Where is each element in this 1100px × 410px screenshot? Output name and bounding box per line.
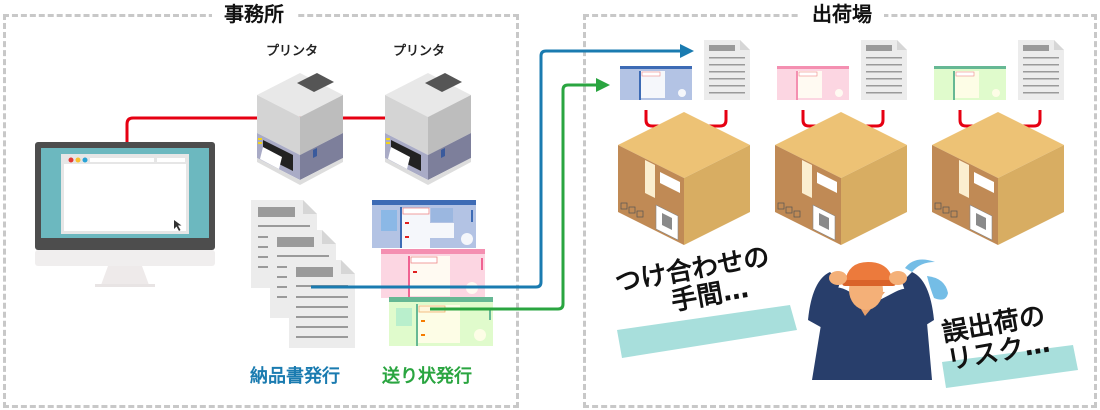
invoice-stack-icon: [251, 200, 355, 348]
worried-worker-icon: [808, 262, 934, 380]
risk-highlight: [942, 345, 1078, 388]
package-set-1: [618, 40, 750, 245]
window-dot-yellow: [75, 157, 81, 163]
invoice-doc-icon: [704, 40, 750, 100]
shipping-label-green-icon: [389, 297, 493, 346]
cardboard-box-icon: [775, 112, 907, 245]
shipping-label-pink-icon: [381, 249, 485, 298]
invoice-flow-arrow: [311, 49, 682, 289]
printer-1-icon: [257, 73, 343, 185]
sweat-drop-icon: [905, 259, 948, 300]
printer-2-icon: [385, 73, 471, 185]
invoice-doc-icon: [289, 260, 355, 348]
label-flow-arrowhead: [596, 78, 610, 92]
window-dot-blue: [82, 157, 88, 163]
cardboard-box-icon: [618, 112, 750, 245]
invoice-flow-arrowhead: [680, 44, 694, 58]
cursor-icon: [174, 220, 182, 231]
label-issue-caption: 送り状発行: [382, 366, 472, 387]
shipping-label-green-icon: [934, 66, 1006, 100]
package-set-2: [775, 40, 907, 245]
invoice-issue-caption: 納品書発行: [250, 366, 340, 387]
label-flow-arrow: [430, 83, 598, 311]
shipping-area-title: 出荷場: [800, 2, 884, 26]
matching-highlight: [617, 305, 797, 358]
window-dot-red: [68, 157, 74, 163]
shipping-label-pink-icon: [777, 66, 849, 100]
shipping-label-blue-icon: [372, 200, 476, 248]
package-set-3: [932, 40, 1064, 245]
printer-label-1: プリンタ: [266, 44, 319, 59]
invoice-doc-icon: [861, 40, 907, 100]
invoice-doc-icon: [1018, 40, 1064, 100]
shipping-label-blue-icon: [620, 66, 692, 100]
cardboard-box-icon: [932, 112, 1064, 245]
printer-label-2: プリンタ: [393, 44, 446, 59]
computer-monitor-icon: [35, 142, 215, 287]
network-cable: [125, 116, 400, 142]
office-area-title: 事務所: [212, 2, 296, 26]
